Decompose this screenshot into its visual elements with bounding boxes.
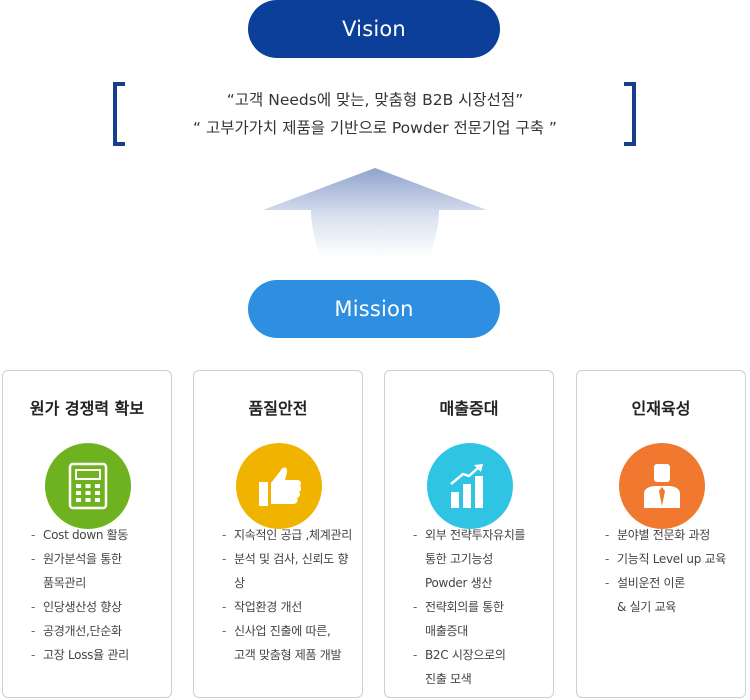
card-items: 분야별 전문화 과정 기능직 Level up 교육 설비운전 이론 & 실기 … [605,523,739,619]
person-icon [619,443,705,529]
list-item: 외부 전략투자유치를 통한 고기능성 Powder 생산 [413,523,547,595]
vision-statement: “고객 Needs에 맞는, 맞춤형 B2B 시장선점” “ 고부가가치 제품을… [140,86,610,142]
list-item: 지속적인 공급 ,체계관리 [222,523,356,547]
left-bracket [113,82,125,146]
list-item: B2C 시장으로의 진출 모색 [413,643,547,691]
calculator-icon [45,443,131,529]
card-title: 인재육성 [631,399,691,418]
card-quality-safety: 품질안전 지속적인 공급 ,체계관리 분석 및 검사, 신뢰도 향상 작업환경 … [193,370,363,698]
list-item: 분야별 전문화 과정 [605,523,739,547]
list-item: Cost down 활동 [31,523,165,547]
list-item: 전략회의를 통한 매출증대 [413,595,547,643]
mission-badge: Mission [248,280,500,338]
card-items: 지속적인 공급 ,체계관리 분석 및 검사, 신뢰도 향상 작업환경 개선 신사… [222,523,356,667]
vision-line-2: “ 고부가가치 제품을 기반으로 Powder 전문기업 구축 ” [193,119,557,137]
mission-label: Mission [334,297,414,321]
list-item: 분석 및 검사, 신뢰도 향상 [222,547,356,595]
growth-chart-icon [427,443,513,529]
list-item: 설비운전 이론 & 실기 교육 [605,571,739,619]
card-title: 매출증대 [439,399,499,418]
list-item: 기능직 Level up 교육 [605,547,739,571]
card-sales-growth: 매출증대 외부 전략투자유치를 통한 고기능성 Powder 생산 전략회의를 … [384,370,554,698]
vision-line-1: “고객 Needs에 맞는, 맞춤형 B2B 시장선점” [226,91,524,109]
right-bracket [624,82,636,146]
card-title: 품질안전 [248,399,308,418]
vision-label: Vision [342,17,406,41]
card-items: Cost down 활동 원가분석을 통한 품목관리 인당생산성 향상 공경개선… [31,523,165,667]
card-title: 원가 경쟁력 확보 [29,399,145,418]
up-arrow-icon [263,168,487,258]
list-item: 신사업 진출에 따른, 고객 맞춤형 제품 개발 [222,619,356,667]
thumbs-up-icon [236,443,322,529]
card-talent-development: 인재육성 분야별 전문화 과정 기능직 Level up 교육 설비운전 이론 … [576,370,746,698]
list-item: 인당생산성 향상 [31,595,165,619]
card-items: 외부 전략투자유치를 통한 고기능성 Powder 생산 전략회의를 통한 매출… [413,523,547,691]
list-item: 고장 Loss율 관리 [31,643,165,667]
list-item: 원가분석을 통한 품목관리 [31,547,165,595]
card-cost-competitiveness: 원가 경쟁력 확보 Cost down 활동 원가분석을 통한 품목관리 인당생… [2,370,172,698]
list-item: 공경개선,단순화 [31,619,165,643]
vision-badge: Vision [248,0,500,58]
list-item: 작업환경 개선 [222,595,356,619]
